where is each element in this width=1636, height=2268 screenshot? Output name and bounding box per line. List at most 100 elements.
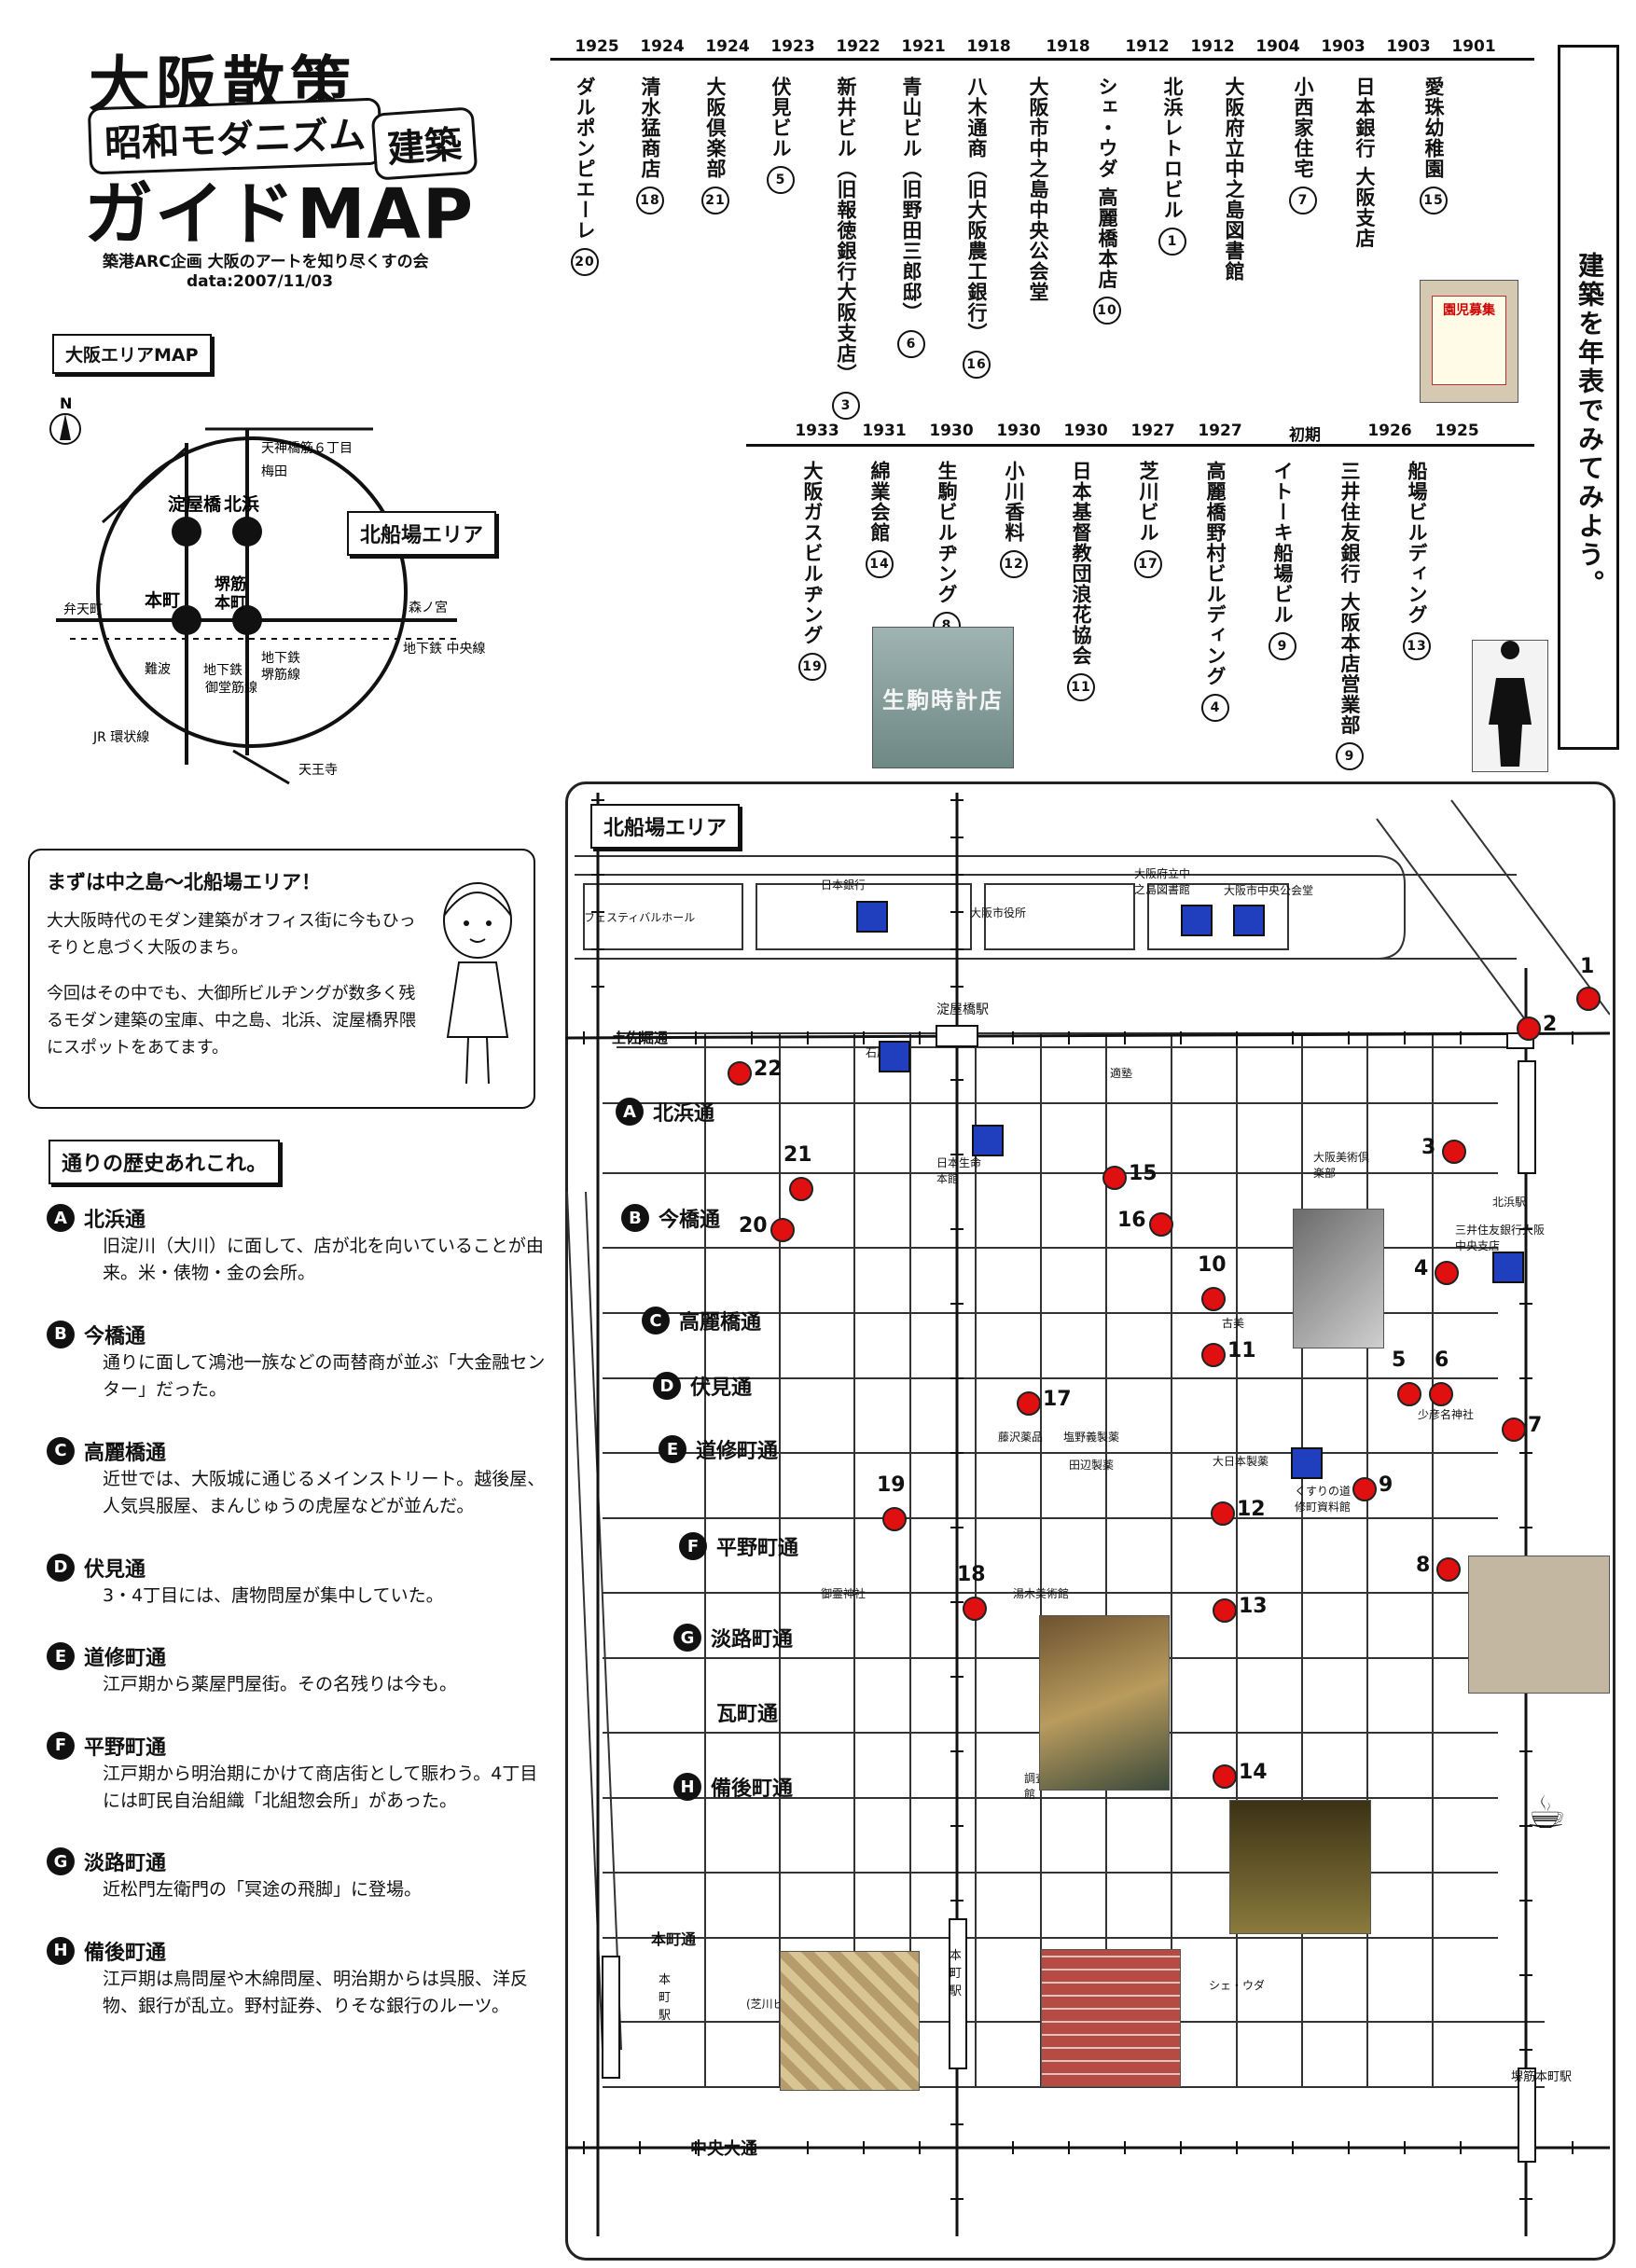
building-nichigin	[856, 901, 888, 933]
map-pin-3[interactable]	[1442, 1140, 1466, 1164]
map-pin-number: 8	[1416, 1554, 1431, 1577]
map-pin-10[interactable]	[1201, 1287, 1226, 1311]
honmachi-dori-label: 本町通	[651, 1930, 697, 1948]
honmachi-eki1-label: 本町駅	[659, 1973, 672, 2023]
map-pin-4[interactable]	[1435, 1261, 1459, 1285]
timeline-building-name: 日本基督教団浪花協会	[1070, 461, 1092, 666]
timeline-year: 1930	[996, 422, 1041, 440]
station-honmachi	[172, 605, 201, 635]
timeline-building-name: 大阪倶楽部	[704, 76, 727, 179]
alley-photo	[1039, 1615, 1170, 1791]
map-pin-number: 21	[783, 1143, 812, 1167]
building-mitsui	[1492, 1252, 1524, 1283]
map-pin-9[interactable]	[1352, 1477, 1377, 1501]
ornament-tile-photo	[780, 1951, 920, 2091]
timeline-year: 1918	[966, 37, 1011, 56]
map-pin-18[interactable]	[963, 1597, 987, 1621]
map-pin-20[interactable]	[770, 1218, 795, 1242]
map-pin-6[interactable]	[1429, 1382, 1453, 1406]
timeline-building: 綿業会館14	[866, 461, 894, 578]
map-pin-7[interactable]	[1502, 1418, 1526, 1442]
map-pin-15[interactable]	[1102, 1166, 1127, 1190]
kitahama-eki-label: 北浜駅	[1492, 1196, 1527, 1209]
timeline-building-name: 日本銀行 大阪支店	[1353, 76, 1377, 249]
street-history-desc: 3・4丁目には、唐物問屋が集中していた。	[103, 1584, 444, 1606]
timeline-year: 1931	[862, 422, 907, 440]
timeline-building-number: 3	[832, 392, 860, 420]
timeline-year: 1925	[575, 37, 619, 56]
timeline-building: 芝川ビル17	[1134, 461, 1162, 578]
intro-box: まずは中之島〜北船場エリア！ 大大阪時代のモダン建築がオフィス街に今もひっそりと…	[28, 849, 535, 1109]
fujisawa-label: 藤沢薬品	[998, 1431, 1044, 1444]
street-letter-badge: A	[47, 1204, 75, 1232]
street-history-name: 北浜通	[84, 1209, 146, 1232]
statue-photo	[1472, 640, 1548, 772]
map-pin-number: 15	[1129, 1162, 1158, 1185]
map-pin-19[interactable]	[882, 1507, 907, 1531]
timeline-building: 生駒ビルヂング8	[933, 461, 961, 640]
map-pin-11[interactable]	[1201, 1343, 1226, 1367]
timeline-year: 1930	[929, 422, 974, 440]
timeline-building-number: 9	[1336, 742, 1364, 771]
area-place-label: JR 環状線	[92, 730, 149, 745]
timeline-building-number: 5	[767, 166, 795, 194]
map-pin-22[interactable]	[728, 1061, 752, 1086]
street-history-desc: 近世では、大阪城に通じるメインストリート。越後屋、人気呉服屋、まんじゅうの虎屋な…	[103, 1468, 546, 1517]
street-history-name: 高麗橋通	[84, 1441, 167, 1465]
timeline-building-name: 小西家住宅	[1292, 76, 1314, 179]
map-pin-17[interactable]	[1017, 1391, 1041, 1416]
building-dainippon	[1291, 1447, 1323, 1479]
nissei-label: 日本生命 本館	[936, 1156, 982, 1185]
map-pin-12[interactable]	[1211, 1501, 1235, 1526]
timeline-building-name: 愛珠幼稚園	[1422, 76, 1445, 179]
timeline-building-name: 芝川ビル	[1137, 461, 1159, 543]
building-nissei	[972, 1125, 1004, 1156]
map-pin-number: 20	[739, 1214, 768, 1238]
map-pin-number: 5	[1392, 1348, 1407, 1372]
timeline-building-number: 4	[1201, 694, 1229, 722]
timeline-building: 日本銀行 大阪支店	[1353, 76, 1377, 249]
map-pin-13[interactable]	[1213, 1598, 1237, 1623]
timeline-row1-line	[550, 58, 1534, 61]
street-history-desc: 旧淀川（大川）に面して、店が北を向いていることが由来。米・俵物・金の会所。	[103, 1236, 544, 1284]
map-pin-number: 18	[957, 1563, 986, 1586]
yodoyabashi-label: 淀屋橋駅	[936, 1003, 989, 1017]
north-label: N	[60, 394, 72, 412]
map-pin-number: 1	[1580, 955, 1595, 978]
tosabori-label: 土佐堀通	[612, 1030, 669, 1046]
area-station-label: 堺筋	[215, 574, 246, 594]
map-street-name: 道修町通	[696, 1440, 779, 1463]
map-pin-21[interactable]	[789, 1177, 813, 1201]
map-pin-8[interactable]	[1436, 1557, 1461, 1582]
shiokawa-label: 塩野義製薬	[1063, 1431, 1120, 1444]
timeline-building-number: 19	[798, 653, 826, 681]
timeline-year: 1927	[1130, 422, 1175, 440]
timeline-year: 1924	[705, 37, 750, 56]
timeline-building-name: イトーキ船場ビル	[1271, 461, 1294, 625]
sukunahikona-label: 少彦名神社	[1418, 1408, 1475, 1421]
map-pin-number: 6	[1435, 1348, 1449, 1372]
map-pin-14[interactable]	[1213, 1764, 1237, 1789]
clock-shop-photo: 生駒時計店	[872, 627, 1014, 768]
timeline-building: 八木通商（旧大阪農工銀行）16	[963, 76, 991, 379]
tekijuku-label: 適塾	[1110, 1067, 1133, 1080]
area-station-label: 本町	[145, 589, 180, 611]
map-pin-2[interactable]	[1517, 1016, 1541, 1041]
mitsui-label: 三井住友銀行大阪中央支店	[1455, 1224, 1546, 1252]
kitahama-station	[1518, 1060, 1536, 1174]
map-pin-16[interactable]	[1149, 1212, 1173, 1237]
station-yodoyabashi	[172, 517, 201, 546]
timeline-year: 1912	[1125, 37, 1170, 56]
timeline-building: 清水猛商店18	[636, 76, 664, 214]
map-pin-1[interactable]	[1576, 987, 1601, 1011]
area-map-label: 大阪エリアMAP	[52, 334, 212, 374]
nichigin-label: 日本銀行	[821, 878, 867, 892]
area-place-label: 地下鉄 中央線	[403, 642, 485, 657]
kusuri-label: くすりの道修町資料館	[1295, 1485, 1352, 1514]
bijutsu-label: 大阪美術倶楽部	[1313, 1151, 1370, 1180]
timeline-year: 1901	[1451, 37, 1496, 56]
map-pin-5[interactable]	[1397, 1382, 1421, 1406]
street-letter-badge: F	[47, 1731, 75, 1760]
